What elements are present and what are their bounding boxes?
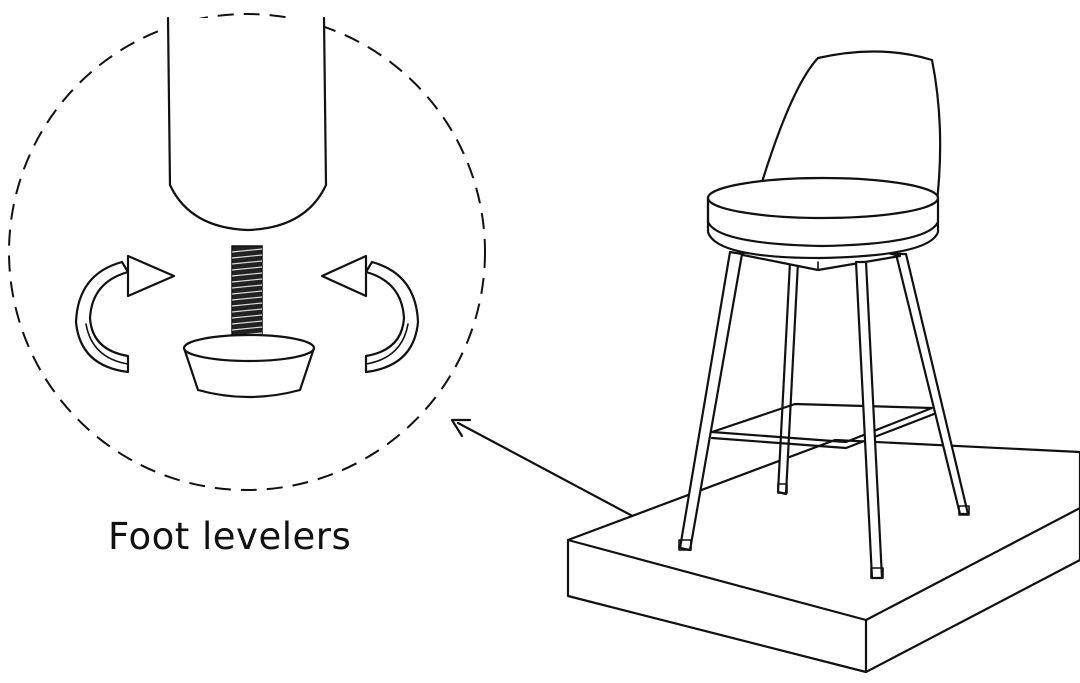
- platform-base: [566, 438, 1080, 674]
- leveler-foot-pad: [182, 333, 316, 399]
- rotate-clockwise-arrow-icon: [74, 254, 176, 374]
- stool-footrest: [710, 402, 936, 450]
- stool-backrest: [758, 50, 942, 212]
- pointer-arrow-icon: [450, 418, 642, 522]
- detail-callout: [8, 13, 486, 491]
- foot-levelers-caption: Foot levelers: [108, 515, 352, 558]
- detail-circle-dashed-border: [8, 13, 486, 491]
- enlarged-stool-leg: [166, 16, 328, 232]
- stool-seat-cushion: [706, 176, 940, 260]
- bar-stool-illustration: [678, 50, 970, 580]
- rotate-counterclockwise-arrow-icon: [320, 254, 420, 374]
- threaded-leveler-bolt: [231, 245, 263, 343]
- stool-leg-back-right: [894, 252, 970, 516]
